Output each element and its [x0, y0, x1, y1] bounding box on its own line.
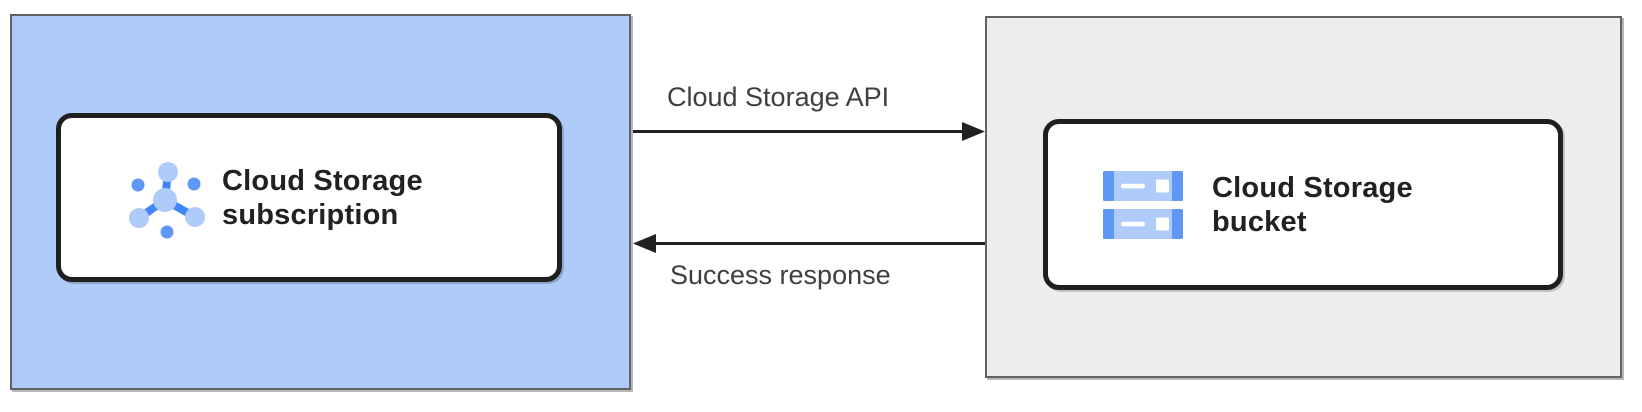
card-label-line2: bucket	[1212, 205, 1307, 238]
card-label: Cloud Storage bucket	[1212, 171, 1413, 239]
card-label-line1: Cloud Storage	[1212, 171, 1413, 204]
top-arrow-label: Cloud Storage API	[667, 82, 890, 112]
bottom-arrowhead-left	[633, 234, 656, 253]
cloud-storage-subscription-card: Cloud Storage subscription	[56, 113, 562, 282]
bottom-arrow	[633, 234, 985, 253]
subscription-region: Cloud Storage subscription	[10, 14, 631, 390]
top-arrow	[633, 122, 985, 141]
storage-bar-top	[1103, 170, 1183, 201]
card-label-line2: subscription	[222, 198, 399, 231]
pubsub-icon	[129, 161, 205, 238]
top-arrowhead-right	[962, 122, 985, 141]
card-label-line1: Cloud Storage	[222, 164, 423, 197]
storage-bar-bottom	[1103, 208, 1183, 239]
cloud-storage-icon	[1103, 170, 1183, 239]
card-label: Cloud Storage subscription	[222, 164, 423, 232]
cloud-storage-bucket-card: Cloud Storage bucket	[1043, 119, 1563, 290]
bucket-region: Cloud Storage bucket	[985, 16, 1622, 378]
bottom-arrow-label: Success response	[670, 260, 891, 290]
